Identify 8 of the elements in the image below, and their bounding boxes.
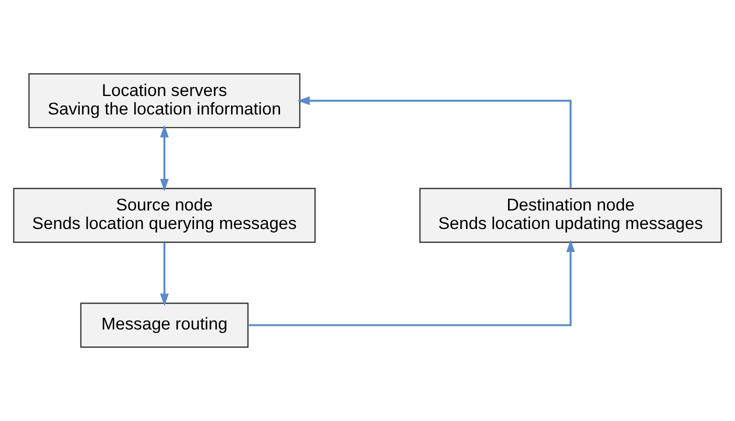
arrow	[297, 96, 572, 188]
node-box: Location servers Saving the location information	[28, 73, 300, 128]
arrow	[248, 240, 575, 326]
node-box: Message routing	[80, 302, 249, 348]
node-box: Destination node Sends location updating messages	[419, 188, 722, 243]
node-box: Source node Sends location querying messages	[13, 188, 316, 243]
arrow	[160, 242, 169, 306]
arrow	[160, 124, 169, 192]
